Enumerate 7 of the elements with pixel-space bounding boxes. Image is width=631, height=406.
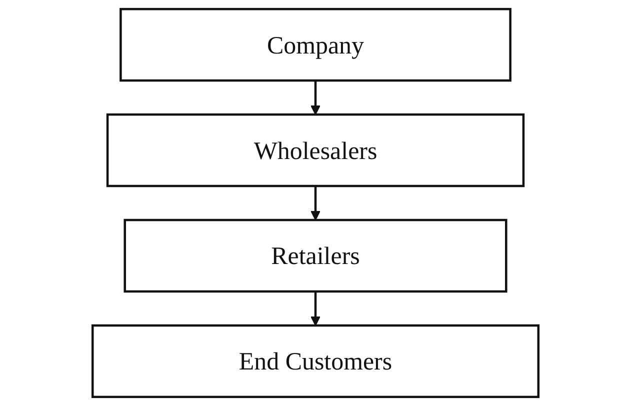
arrow <box>310 80 320 115</box>
arrow <box>310 291 320 326</box>
arrow <box>310 186 320 220</box>
node-box: Retailers <box>124 218 508 293</box>
node-box: Wholesalers <box>106 113 525 188</box>
node-box: End Customers <box>91 324 540 398</box>
node-box: Company <box>120 8 512 82</box>
